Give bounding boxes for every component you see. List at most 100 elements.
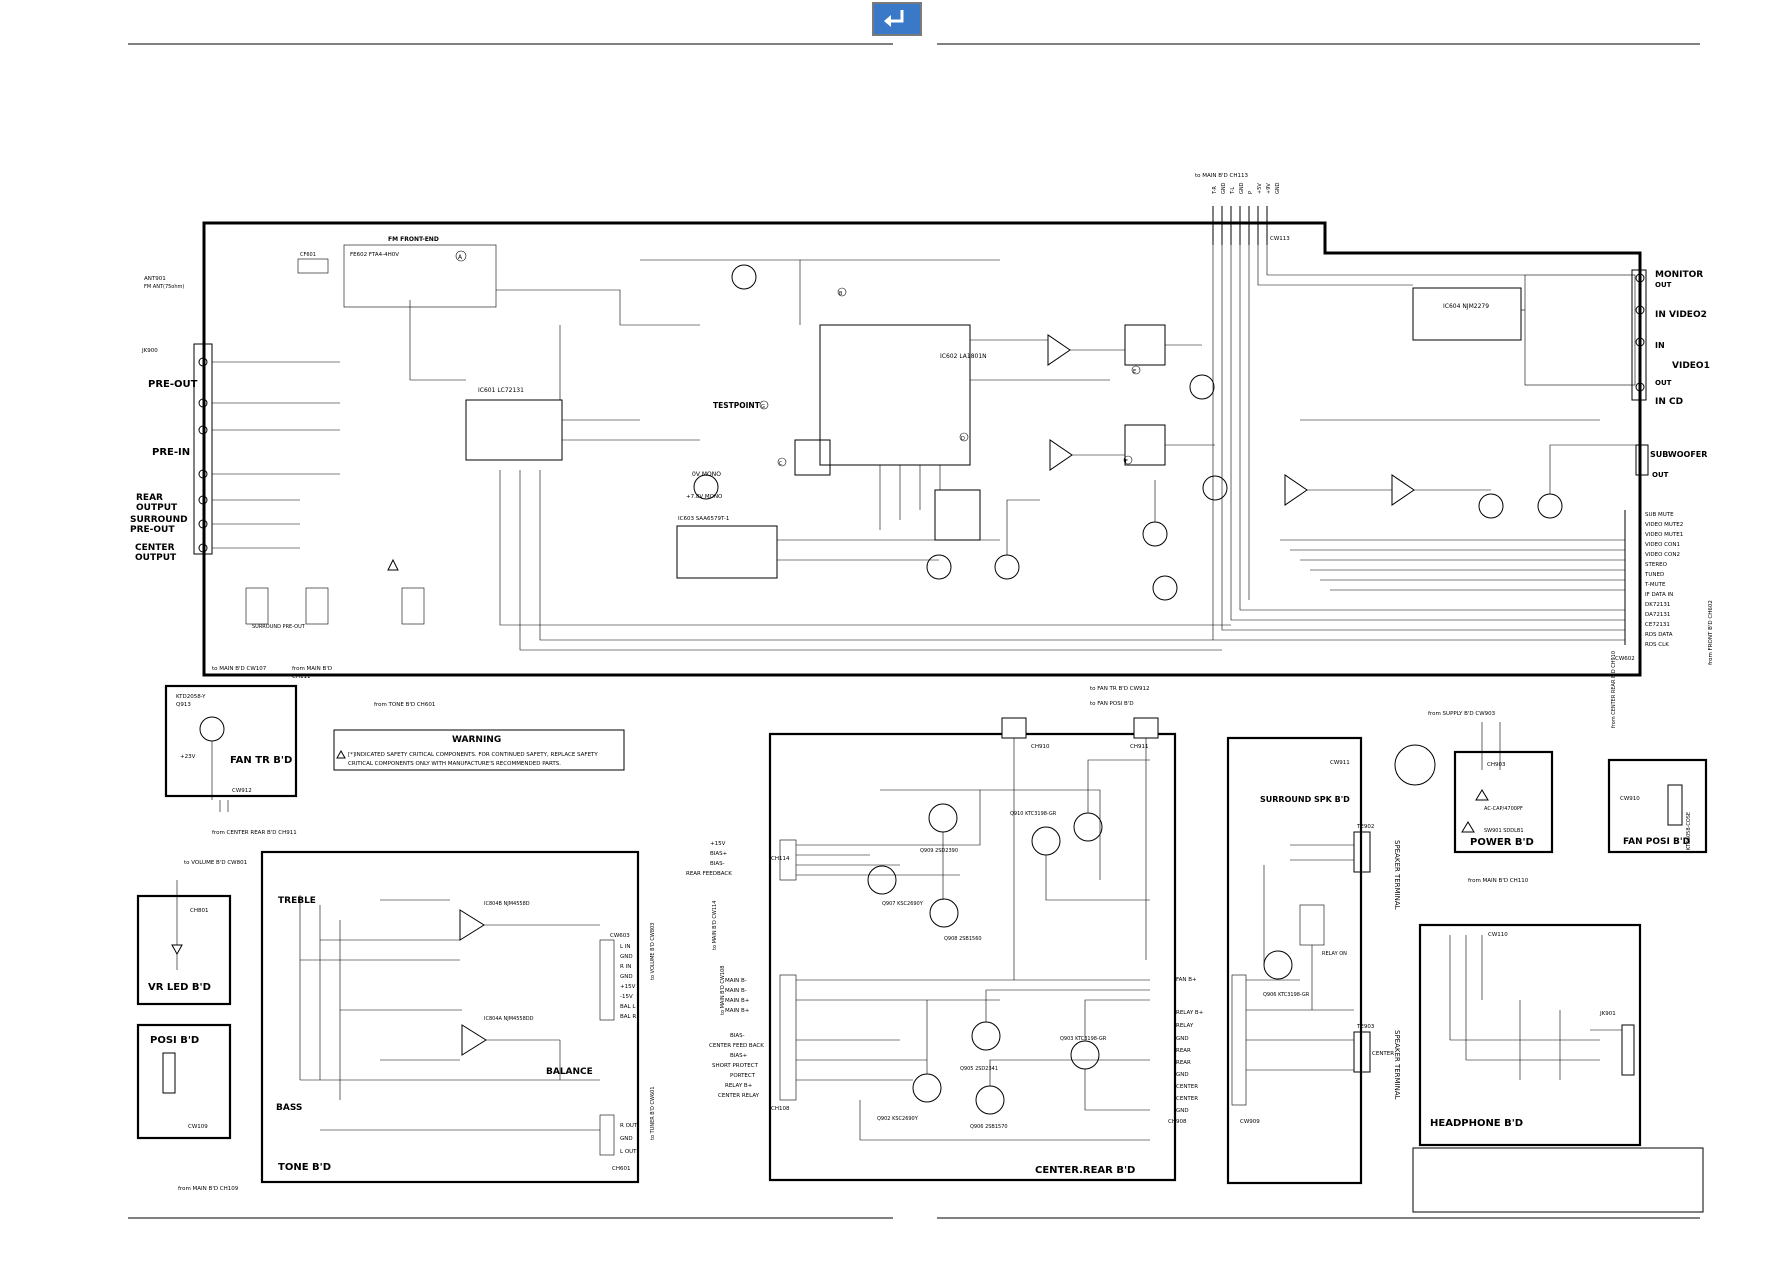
cw602-signal: DK72131 xyxy=(1645,602,1670,608)
cw602-signal: IF DATA IN xyxy=(1645,592,1673,598)
vr-led-board: to VOLUME B'D CW801 CH801 VR LED B'D xyxy=(136,860,247,1006)
ic603-label: IC603 SAA6579T-1 xyxy=(678,516,729,522)
q906-spk-label: Q906 KTC3198-GR xyxy=(1263,992,1310,998)
center-rear-label: CENTER.REAR B'D xyxy=(1035,1165,1135,1176)
cr-right-signal: FAN B+ xyxy=(1176,977,1197,983)
tone-board: TREBLE BASS BALANCE TONE B'D CW603 CH601… xyxy=(260,850,656,1184)
posi-board: POSI B'D CW109 from MAIN B'D CH109 xyxy=(136,1023,239,1192)
tone-out-signal: GND xyxy=(620,1136,633,1142)
fan-tr-part: KTD2058-Y xyxy=(176,694,206,700)
ic602-label: IC602 LA1801N xyxy=(940,353,987,360)
power-label: POWER B'D xyxy=(1470,837,1534,848)
marker-e: E xyxy=(1133,369,1136,375)
cw911-label: CW911 xyxy=(1330,760,1350,766)
cr-signal: BIAS+ xyxy=(710,851,728,857)
q906-label: Q906 2SB1570 xyxy=(970,1124,1008,1130)
return-arrow-icon xyxy=(884,10,904,27)
balance-label: BALANCE xyxy=(546,1067,593,1077)
to-tuner-label: to TUNER B'D CW601 xyxy=(650,1086,656,1140)
ch113-pin-label: GND xyxy=(1239,182,1245,194)
tone-signal: GND xyxy=(620,974,633,980)
tone-signal: BAL R xyxy=(620,1014,636,1020)
cw109-label: CW109 xyxy=(188,1124,208,1130)
headphone-label: HEADPHONE B'D xyxy=(1430,1118,1523,1129)
ch113-pin-label: T-R xyxy=(1212,186,1218,195)
cw602-signal: SUB MUTE xyxy=(1645,512,1674,518)
cr-right-signal: GND xyxy=(1176,1072,1189,1078)
video1-out-label: OUT xyxy=(1655,379,1672,387)
tone-traces xyxy=(299,895,600,1131)
warning-line1: [*]INDICATED SAFETY CRITICAL COMPONENTS.… xyxy=(348,752,598,758)
video1-label: VIDEO1 xyxy=(1672,361,1710,371)
cr-right-signal: GND xyxy=(1176,1108,1189,1114)
cw602-signal: CE72131 xyxy=(1645,622,1670,628)
to-main-cw114: to MAIN B'D CW114 xyxy=(712,901,718,950)
warning-icon xyxy=(1475,789,1489,801)
video2-in-label: IN VIDEO2 xyxy=(1655,310,1707,320)
tone-out-signal: L OUT xyxy=(620,1149,637,1155)
cf601-label: CF601 xyxy=(300,252,316,258)
cr-right-signal: CENTER xyxy=(1176,1084,1198,1090)
pre-out-label: PRE-OUT xyxy=(148,379,198,390)
cr-traces xyxy=(796,738,1150,1141)
to-main-ch113-label: to MAIN B'D CH113 xyxy=(1195,173,1249,179)
warning-line2: CRITICAL COMPONENTS ONLY WITH MANUFACTUR… xyxy=(348,761,561,767)
from-main-label: from MAIN B'D xyxy=(292,666,332,672)
main-traces xyxy=(212,245,1636,651)
cw602-signal: RDS DATA xyxy=(1645,632,1673,638)
monitor-out-label: OUT xyxy=(1655,281,1672,289)
back-button[interactable] xyxy=(872,2,922,36)
tone-signal: GND xyxy=(620,954,633,960)
cr-signal: MAIN B+ xyxy=(725,998,750,1004)
q910-label: Q910 KTC3198-GR xyxy=(1010,811,1057,817)
fan-posi-label: FAN POSI B'D xyxy=(1623,837,1690,847)
cr-signal: +15V xyxy=(710,841,726,847)
subwoofer-label: SUBWOOFER xyxy=(1650,450,1707,459)
fan-tr-from: from CENTER REAR B'D CH911 xyxy=(212,830,297,836)
tone-out-signal: R OUT xyxy=(620,1123,638,1129)
vr-led-to: to VOLUME B'D CW801 xyxy=(184,860,247,866)
cr-right-signal: GND xyxy=(1176,1036,1189,1042)
center-terminal-label: CENTER xyxy=(1372,1051,1394,1057)
mono2-label: +7.8V MONO xyxy=(686,494,723,500)
tone-signal: R IN xyxy=(620,964,631,970)
jk901-label: JK901 xyxy=(1599,1011,1616,1017)
cw602-signal: TUNED xyxy=(1644,572,1664,578)
marker-b: B xyxy=(839,291,843,297)
main-board: FM FRONT-END FE602 FTA4-4H0V A ANT901 FM… xyxy=(130,173,1714,708)
cw910-label: CW910 xyxy=(1620,796,1640,802)
q907-label: Q907 KSC2690Y xyxy=(882,901,924,907)
video1-in-label: IN xyxy=(1655,341,1665,350)
q905-label: Q905 2SD2341 xyxy=(960,1066,998,1072)
power-from: from SUPPLY B'D CW903 xyxy=(1428,711,1496,717)
cd-in-label: IN CD xyxy=(1655,397,1683,407)
to-main-cw108: to MAIN B'D CW108 xyxy=(720,966,726,1015)
cr-signal: PORTECT xyxy=(730,1073,756,1079)
jack-column xyxy=(198,357,208,553)
ch113-pin-label: GND xyxy=(1221,182,1227,194)
from-tone-label: from TONE B'D CH601 xyxy=(374,702,435,708)
q903-label: Q903 KTC3198-GR xyxy=(1060,1036,1107,1042)
bottom-connectors xyxy=(245,558,425,625)
q913-label: Q913 xyxy=(176,702,191,708)
headphone-traces xyxy=(1449,935,1622,1080)
fm-ant-label: FM ANT(75ohm) xyxy=(144,284,184,290)
cw603-label: CW603 xyxy=(610,933,630,939)
ch113-pin-label: +9V xyxy=(1266,183,1272,194)
pre-in-label: PRE-IN xyxy=(152,447,190,458)
ch903-label: CH903 xyxy=(1487,762,1506,768)
monitor-label: MONITOR xyxy=(1655,270,1703,280)
tone-signal: +15V xyxy=(620,984,636,990)
subwoofer-out-label: OUT xyxy=(1652,471,1669,479)
cw602-signal: T-MUTE xyxy=(1644,582,1666,588)
ch113-pin-label: T-L xyxy=(1230,187,1236,195)
bass-label: BASS xyxy=(276,1103,302,1113)
posi-label: POSI B'D xyxy=(150,1035,199,1046)
speaker-terminal-2: SPEAKER TERMINAL xyxy=(1393,1030,1401,1100)
headphone-from: from MAIN B'D CH110 xyxy=(1468,878,1529,884)
ch908-label: CH908 xyxy=(1168,1119,1187,1125)
